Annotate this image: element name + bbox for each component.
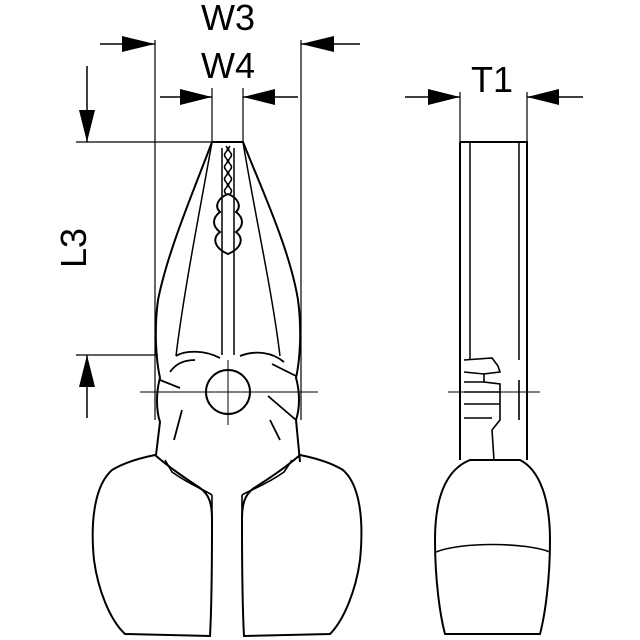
jaw-teeth [223, 145, 233, 195]
pliers-side-view [433, 141, 552, 635]
pipe-grip [213, 192, 243, 256]
w4-label: W4 [201, 45, 255, 86]
w3-label: W3 [201, 0, 255, 38]
side-joint-steps [463, 357, 520, 461]
t1-label: T1 [471, 59, 513, 100]
side-handle-grip-line [435, 543, 551, 553]
handle-shoulders [164, 459, 293, 520]
pliers-front-view [91, 141, 363, 638]
left-handle [91, 453, 214, 638]
jaw-inner-lines [175, 141, 281, 357]
jaw-outline [154, 141, 302, 463]
l3-dimension [76, 66, 212, 418]
joint-contours [159, 350, 297, 441]
side-body-outline [459, 141, 528, 460]
w3-dimension [100, 36, 360, 420]
pivot-rivet [205, 369, 251, 415]
w4-dimension [160, 88, 298, 142]
right-handle [240, 453, 363, 638]
l3-label: L3 [53, 228, 94, 268]
t1-dimension [405, 89, 583, 142]
side-handle [433, 459, 552, 635]
